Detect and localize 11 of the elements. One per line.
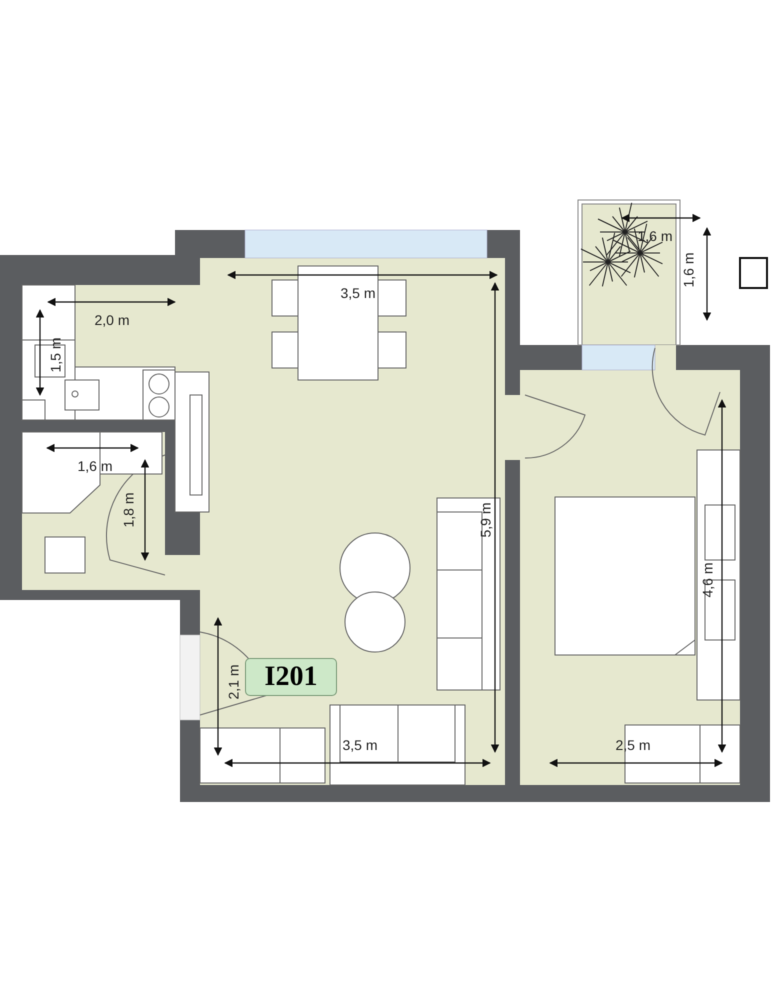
dimension-label: 2,0 m [94,312,130,328]
dimension-label: 1,5 m [47,338,63,372]
dimension-label: 1,8 m [120,492,136,528]
dimension-label: 5,9 m [477,502,493,538]
dimension-label: 4,6 m [699,562,715,598]
dimension-label: 3,5 m [342,737,378,753]
dimension-label: 1,6 m [78,458,113,474]
unit-number-badge: I201 [245,658,337,696]
dimension-label: 2,1 m [225,664,241,700]
dimension-label: 1,6 m [680,252,696,288]
dimension-label: 3,5 m [340,285,376,301]
